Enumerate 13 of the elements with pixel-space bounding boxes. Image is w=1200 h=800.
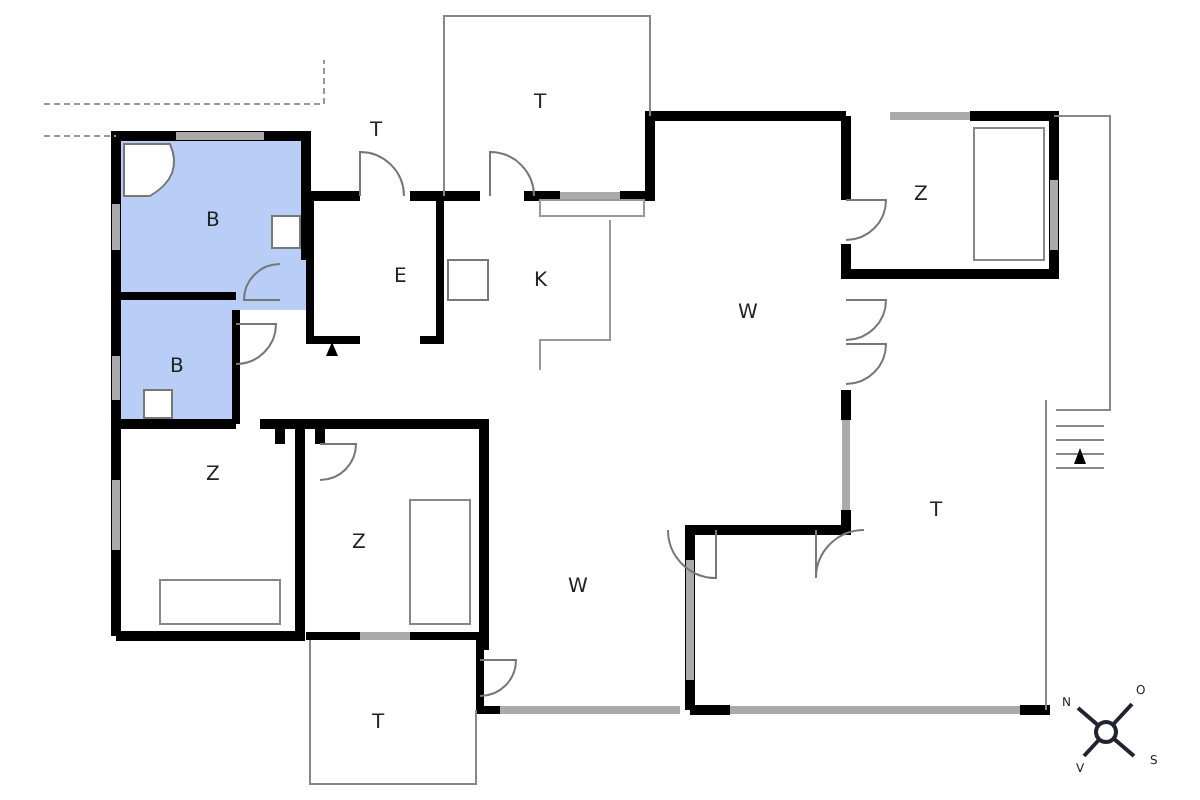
room-letter: Z [914, 184, 928, 208]
room-letter: K [534, 270, 548, 294]
room-letter: T [534, 92, 547, 116]
room-letter: W [568, 576, 588, 600]
room-letter: W [738, 302, 758, 326]
room-letter: Z [352, 532, 366, 556]
room-letter: T [372, 712, 385, 736]
room-letter: B [170, 356, 184, 380]
room-letter: T [930, 500, 943, 524]
room-letter: Z [206, 464, 220, 488]
room-letter: E [394, 266, 407, 290]
room-letter: T [370, 120, 383, 144]
room-letter: B [206, 210, 220, 234]
